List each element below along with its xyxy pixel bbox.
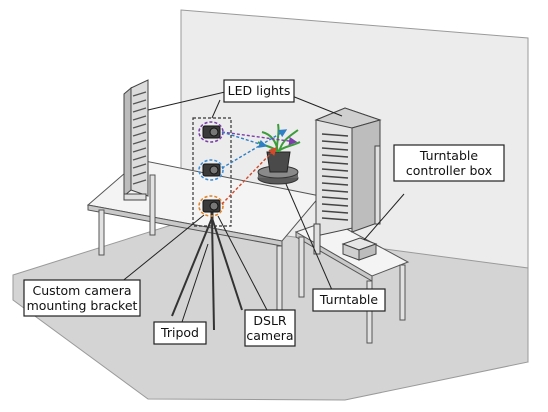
label-turntable: Turntable <box>319 292 378 307</box>
led-light-right <box>313 107 382 255</box>
callout-dslr-camera: DSLR camera <box>244 309 296 347</box>
view-rays <box>221 129 298 205</box>
label-dslr-line2: camera <box>246 328 293 343</box>
camera-middle <box>198 159 224 181</box>
camera-top <box>198 121 224 143</box>
label-custom-bracket-line2: mounting bracket <box>27 298 138 313</box>
ray-blue-2 <box>221 129 288 169</box>
label-dslr-line1: DSLR <box>253 313 287 328</box>
callout-custom-bracket: Custom camera mounting bracket <box>23 279 141 317</box>
label-tripod: Tripod <box>160 325 199 340</box>
turntable-controller-box <box>341 237 378 261</box>
table-leg <box>366 280 373 344</box>
label-turntable-controller-line1: Turntable <box>419 148 478 163</box>
light-stand <box>374 145 381 225</box>
led-light-left <box>123 79 149 201</box>
light-stand <box>313 223 321 255</box>
table-leg <box>276 245 283 317</box>
ray-purple <box>221 131 298 146</box>
ray-red <box>221 146 277 205</box>
leader-lines <box>119 91 405 323</box>
label-led-lights: LED lights <box>228 83 291 98</box>
highlight-ring-blue <box>198 159 224 181</box>
led-grille <box>132 91 147 185</box>
label-custom-bracket-line1: Custom camera <box>32 283 131 298</box>
ray-blue <box>221 131 268 148</box>
callout-tripod: Tripod <box>153 321 207 345</box>
led-grille <box>321 133 349 221</box>
table-leg <box>149 174 156 236</box>
label-turntable-controller-line2: controller box <box>406 163 492 178</box>
callout-turntable-controller: Turntable controller box <box>393 144 505 182</box>
callout-turntable: Turntable <box>312 288 386 312</box>
table-leg <box>298 236 305 298</box>
table-leg <box>399 264 406 321</box>
mounting-bracket-outline <box>192 117 232 227</box>
table-leg <box>98 209 105 256</box>
light-stand <box>123 193 147 201</box>
highlight-ring-orange <box>198 195 224 217</box>
callout-led-lights: LED lights <box>223 79 295 103</box>
plant-pot <box>266 151 291 173</box>
tripod <box>171 210 243 331</box>
camera-bottom <box>198 195 224 217</box>
